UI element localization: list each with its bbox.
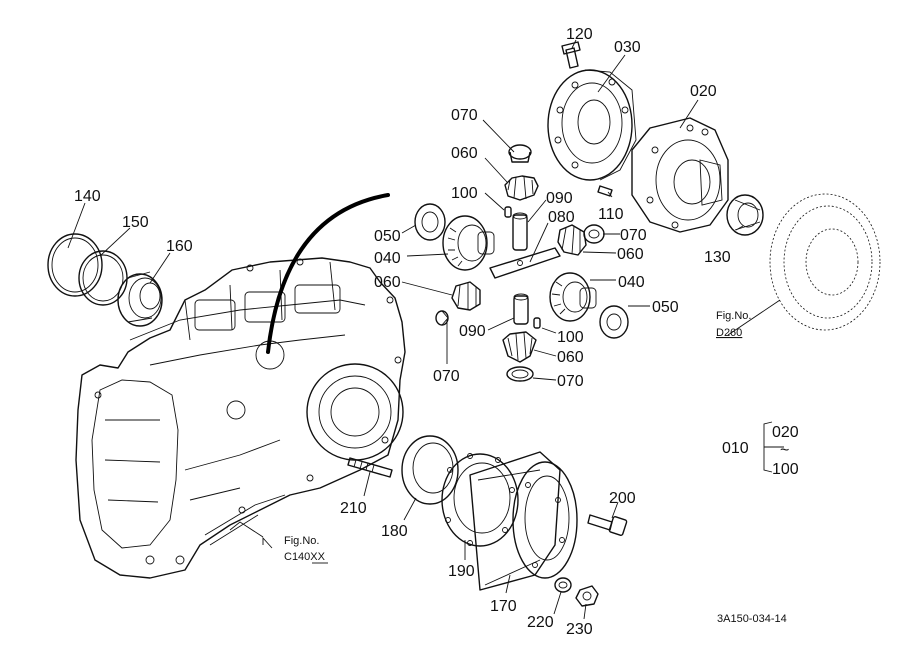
callout-150: 150 <box>122 214 149 231</box>
callout-140: 140 <box>74 188 101 205</box>
axle-case-170 <box>469 451 578 591</box>
gasket-190 <box>441 453 519 547</box>
pin-100-top <box>504 206 512 218</box>
fig-ref-c140-caption: Fig.No. <box>284 535 319 547</box>
o-ring-150 <box>78 250 128 306</box>
fig-ref-d260-code: D260 <box>716 327 742 339</box>
nut-230 <box>575 585 599 607</box>
washer-050-right <box>599 305 629 339</box>
fig-ref-d260-caption: Fig.No. <box>716 310 751 322</box>
pinion-060-top <box>504 175 539 201</box>
side-gear-040-right <box>549 272 597 322</box>
ring-gear-ref <box>769 193 881 331</box>
callout-050: 050 <box>652 299 679 316</box>
assembly-to: 100 <box>772 461 799 478</box>
assembly-tilde: ~ <box>780 442 789 459</box>
diff-case-020 <box>631 117 729 233</box>
washer-070-right <box>583 224 605 244</box>
callout-220: 220 <box>527 614 554 631</box>
callout-070: 070 <box>433 368 460 385</box>
callout-060: 060 <box>451 145 478 162</box>
callout-050: 050 <box>374 228 401 245</box>
shaft-090-bottom <box>513 293 529 325</box>
washer-070-top <box>508 144 532 163</box>
callout-090: 090 <box>459 323 486 340</box>
assembly-group: 010 020 ~ 100 <box>722 424 799 478</box>
fig-ref-c140: Fig.No. C140XX <box>284 535 328 564</box>
callout-020: 020 <box>690 83 717 100</box>
pinion-060-right <box>557 224 587 256</box>
callout-120: 120 <box>566 26 593 43</box>
oil-seal-160 <box>117 271 163 327</box>
callout-230: 230 <box>566 621 593 638</box>
fig-ref-c140-code: C140XX <box>284 551 326 563</box>
bolt-200 <box>587 514 628 536</box>
pinion-060-bottom <box>502 331 537 363</box>
washer-220 <box>554 577 572 593</box>
callout-080: 080 <box>548 209 575 226</box>
spider-shaft-080 <box>489 247 561 279</box>
assembly-from: 020 <box>772 424 799 441</box>
snap-ring-140 <box>47 233 103 297</box>
callout-210: 210 <box>340 500 367 517</box>
bolt-120 <box>561 41 581 69</box>
callout-030: 030 <box>614 39 641 56</box>
washer-070-left <box>435 310 449 326</box>
washer-050-left <box>414 203 446 241</box>
callout-060: 060 <box>617 246 644 263</box>
callout-130: 130 <box>704 249 731 266</box>
pin-100-bottom <box>533 317 541 329</box>
callout-170: 170 <box>490 598 517 615</box>
callout-040: 040 <box>374 250 401 267</box>
callout-110: 110 <box>598 206 624 223</box>
pinion-060-left <box>451 281 481 311</box>
leader-lines <box>67 39 784 620</box>
callout-labels: 120 030 020 070 060 100 090 080 110 070 … <box>74 26 731 638</box>
transmission-housing <box>75 257 406 579</box>
callout-060: 060 <box>374 274 401 291</box>
callout-060: 060 <box>557 349 584 366</box>
drawing-id: 3A150-034-14 <box>717 613 787 625</box>
callout-160: 160 <box>166 238 193 255</box>
callout-070: 070 <box>451 107 478 124</box>
pin-110 <box>597 185 613 197</box>
callout-200: 200 <box>609 490 636 507</box>
diff-cover-030 <box>547 69 637 181</box>
stud-210 <box>347 457 393 478</box>
side-gear-040-left <box>442 215 495 271</box>
callout-190: 190 <box>448 563 475 580</box>
fig-ref-d260: Fig.No. D260 <box>716 310 751 339</box>
bearing-130 <box>726 194 764 236</box>
assembly-curve <box>266 193 390 354</box>
callout-040: 040 <box>618 274 645 291</box>
washer-070-bottom <box>506 366 534 382</box>
assembly-label: 010 <box>722 440 749 457</box>
callout-100: 100 <box>451 185 478 202</box>
callout-090: 090 <box>546 190 573 207</box>
callout-070: 070 <box>557 373 584 390</box>
callout-100: 100 <box>557 329 584 346</box>
seal-180 <box>401 435 459 505</box>
callout-180: 180 <box>381 523 408 540</box>
callout-070: 070 <box>620 227 647 244</box>
shaft-090-top <box>512 212 528 251</box>
